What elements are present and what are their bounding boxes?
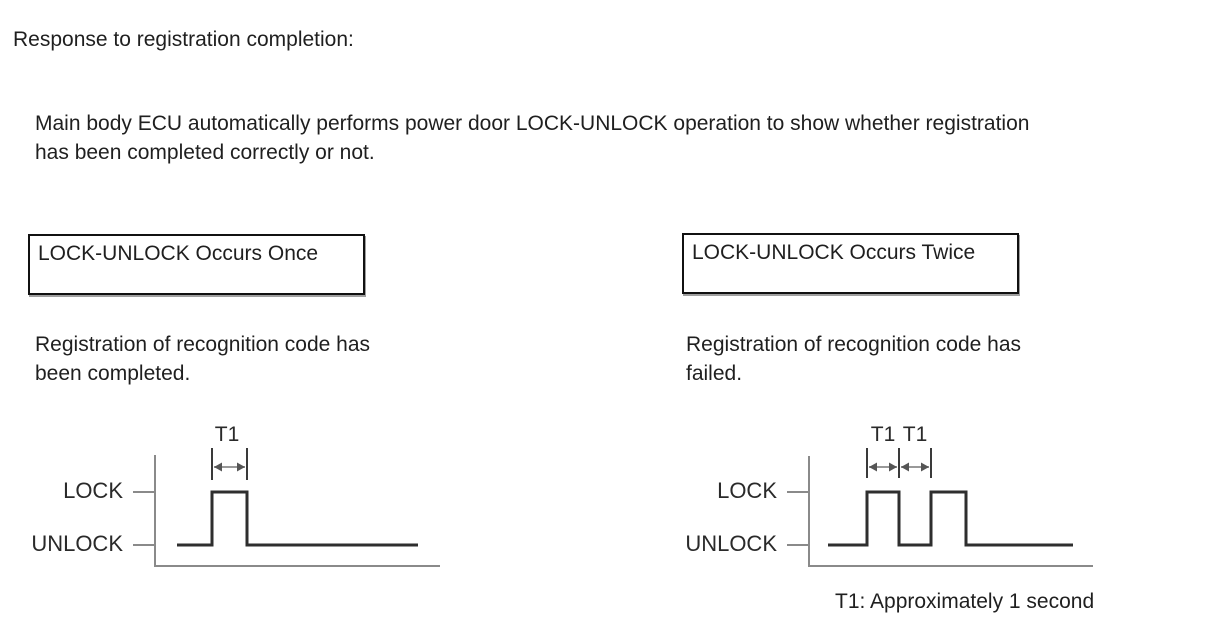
t1-arrow-head-right-right-1 bbox=[921, 462, 929, 472]
t1-arrow-head-left-right-0 bbox=[869, 462, 877, 472]
intro-paragraph: Main body ECU automatically performs pow… bbox=[35, 109, 1029, 167]
t1-duration-label-right-1: T1 bbox=[870, 423, 896, 446]
t1-arrow-head-left-left-0 bbox=[214, 462, 222, 472]
result-box-twice: LOCK-UNLOCK Occurs Twice bbox=[682, 233, 1019, 294]
description-failed: Registration of recognition code has fai… bbox=[686, 330, 1021, 388]
intro-line-2: has been completed correctly or not. bbox=[35, 141, 375, 164]
t1-duration-label-right-2: T1 bbox=[902, 423, 928, 446]
description-failed-line-1: Registration of recognition code has bbox=[686, 333, 1022, 356]
description-completed-line-1: Registration of recognition code has bbox=[35, 333, 371, 356]
result-box-twice-label: LOCK-UNLOCK Occurs Twice bbox=[692, 241, 976, 264]
page-title: Response to registration completion: bbox=[13, 28, 354, 51]
unlock-level-label-left: UNLOCK bbox=[31, 531, 123, 556]
t1-duration-label-left: T1 bbox=[214, 423, 240, 446]
t1-definition-note: T1: Approximately 1 second bbox=[835, 590, 1095, 613]
t1-arrow-head-left-right-1 bbox=[901, 462, 909, 472]
result-box-once-label: LOCK-UNLOCK Occurs Once bbox=[38, 242, 319, 265]
description-failed-line-2: failed. bbox=[686, 362, 743, 385]
lock-unlock-waveform-right bbox=[828, 490, 1073, 547]
t1-arrow-head-right-left-0 bbox=[237, 462, 245, 472]
unlock-level-label-right: UNLOCK bbox=[685, 531, 777, 556]
intro-line-1: Main body ECU automatically performs pow… bbox=[35, 112, 1030, 135]
lock-unlock-waveform-left bbox=[177, 490, 418, 547]
description-completed-line-2: been completed. bbox=[35, 362, 191, 385]
description-completed: Registration of recognition code has bee… bbox=[35, 330, 370, 388]
t1-arrow-head-right-right-0 bbox=[889, 462, 897, 472]
result-box-once: LOCK-UNLOCK Occurs Once bbox=[28, 234, 365, 295]
lock-level-label-right: LOCK bbox=[717, 478, 777, 503]
lock-level-label-left: LOCK bbox=[63, 478, 123, 503]
